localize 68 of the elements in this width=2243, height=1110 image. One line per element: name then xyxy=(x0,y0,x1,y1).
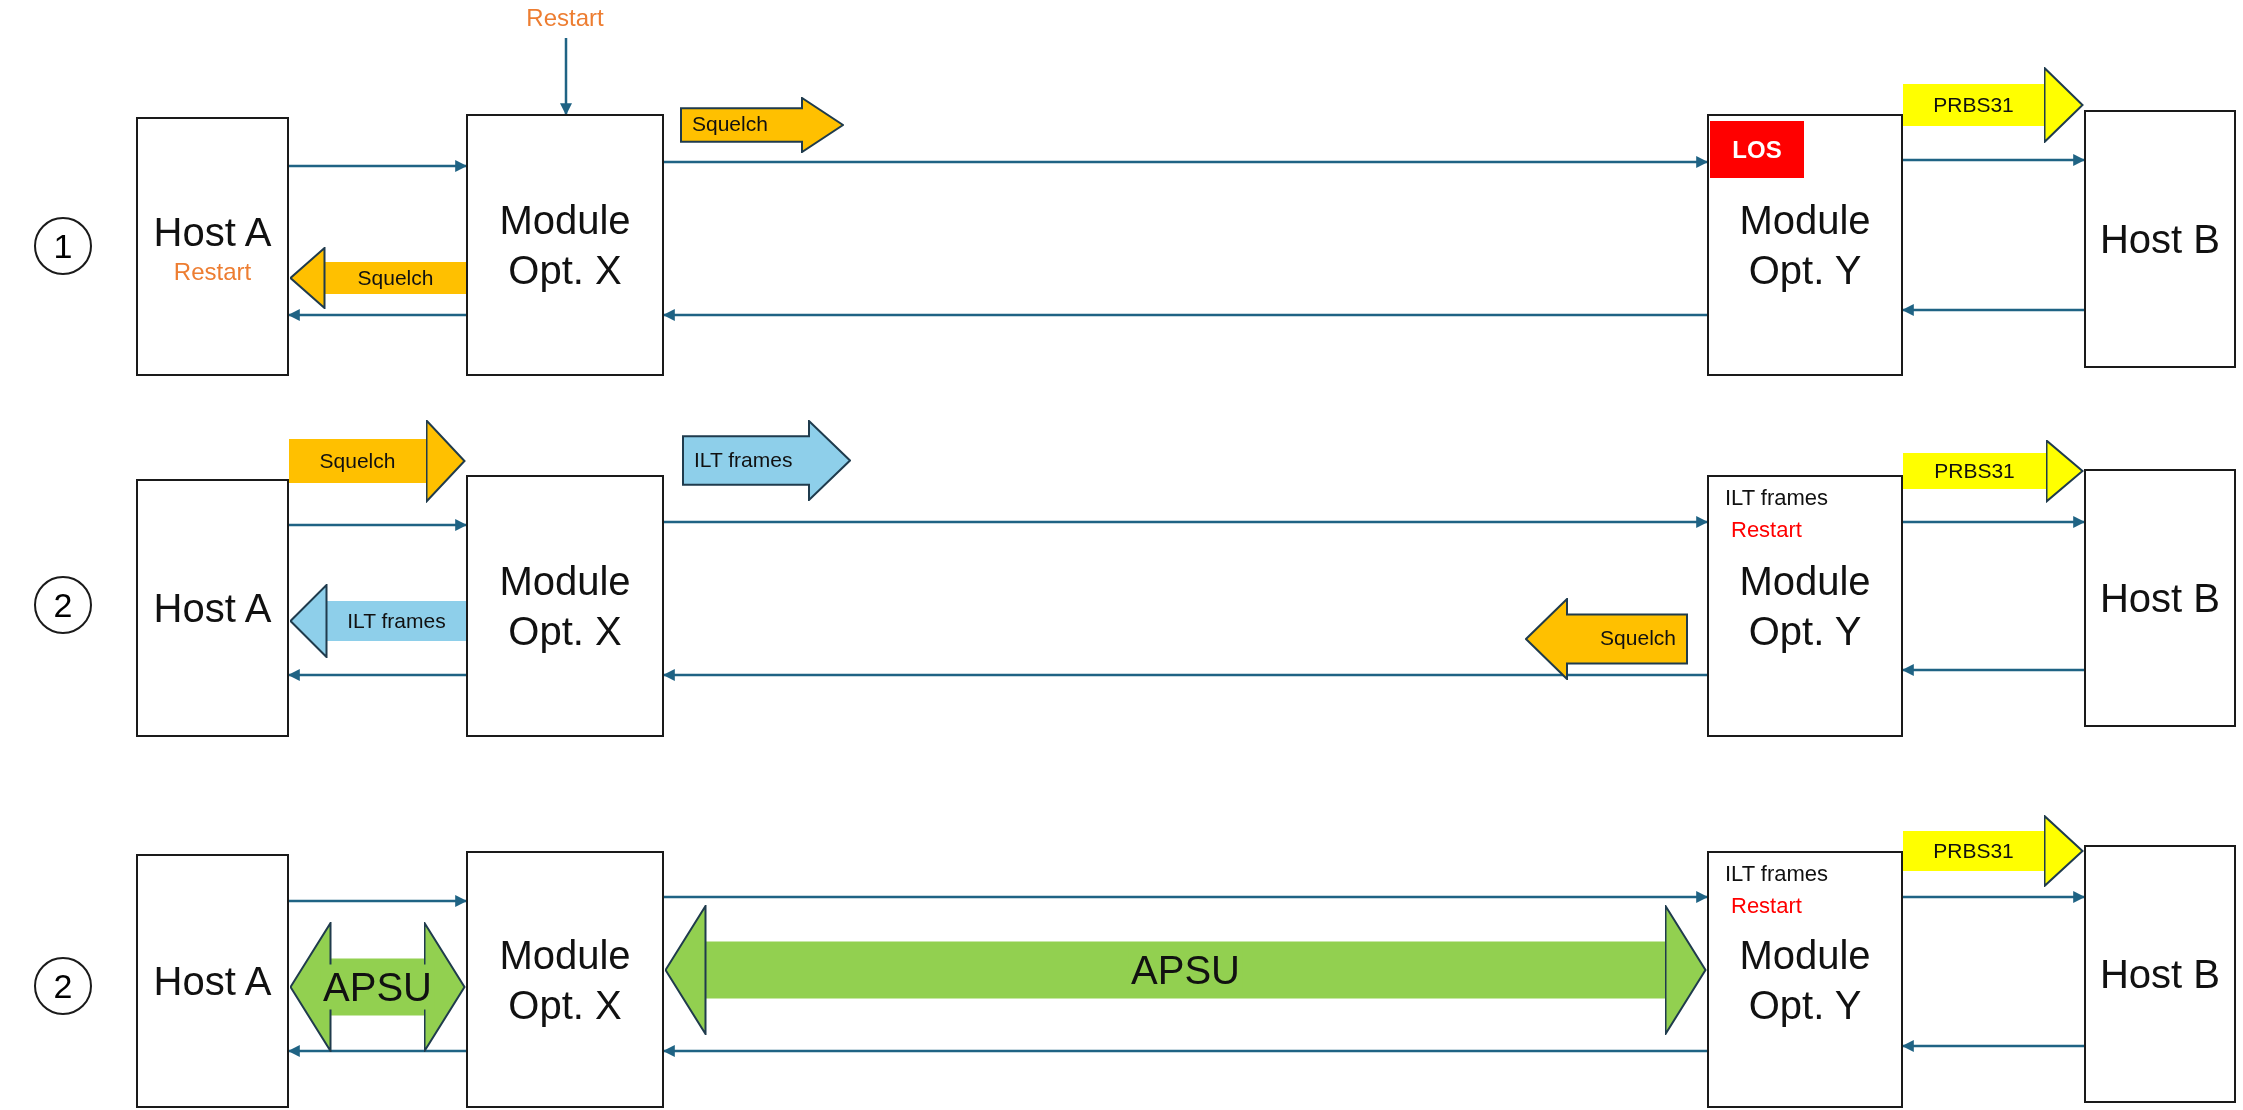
module-box xyxy=(1707,114,1903,376)
step-circle xyxy=(34,957,92,1015)
arrow xyxy=(664,156,1709,168)
step-circle xyxy=(34,576,92,634)
alarm-flag xyxy=(1710,121,1804,178)
node-label: ILT frames xyxy=(1725,861,1829,887)
block-arrow xyxy=(1903,815,2084,887)
arrow xyxy=(287,669,466,681)
module-box xyxy=(466,475,664,737)
arrow xyxy=(664,516,1709,528)
node-label: Module Opt. X xyxy=(498,931,632,1029)
node-label: Restart xyxy=(173,256,252,287)
annotation-text: Restart xyxy=(526,4,604,31)
step-number: 1 xyxy=(53,226,73,266)
arrow xyxy=(662,1045,1707,1057)
module-box xyxy=(1707,475,1903,737)
arrow xyxy=(1901,664,2084,676)
arrow xyxy=(1903,516,2086,528)
block-arrow xyxy=(1903,67,2084,143)
host-box xyxy=(2084,110,2236,368)
module-box xyxy=(466,114,664,376)
arrow xyxy=(664,891,1709,903)
alarm-label: LOS xyxy=(1732,135,1782,164)
node-label: Host B xyxy=(2099,951,2220,998)
step-circle xyxy=(34,217,92,275)
node-label: ILT frames xyxy=(1725,485,1829,511)
arrow xyxy=(289,895,468,907)
arrow xyxy=(662,669,1707,681)
arrow xyxy=(1901,304,2084,316)
node-label: Host B xyxy=(2099,216,2220,263)
arrow xyxy=(289,519,468,531)
step-number: 2 xyxy=(53,966,73,1006)
arrow-label: ILT frames xyxy=(694,447,793,472)
node-label: Module Opt. X xyxy=(498,558,632,655)
block-arrow xyxy=(289,922,466,1052)
arrow xyxy=(287,309,466,321)
node-label: Module Opt. X xyxy=(498,197,632,294)
node-label: Host A xyxy=(153,958,272,1005)
block-arrow xyxy=(289,247,466,309)
arrow-label: Squelch xyxy=(1600,626,1676,650)
host-box xyxy=(2084,845,2236,1103)
block-arrow xyxy=(664,905,1707,1035)
arrow xyxy=(1903,154,2086,166)
node-label: Restart xyxy=(1731,893,1802,919)
arrow xyxy=(287,1045,466,1057)
block-arrow xyxy=(289,419,466,503)
module-box xyxy=(466,851,664,1108)
step-number: 2 xyxy=(53,585,73,625)
arrow xyxy=(662,309,1707,321)
block-arrow xyxy=(289,584,466,658)
host-box xyxy=(136,117,289,376)
node-label: Host A xyxy=(153,585,272,632)
arrow xyxy=(289,160,468,172)
arrow xyxy=(1901,1040,2084,1052)
host-box xyxy=(2084,469,2236,727)
node-label: Module Opt. Y xyxy=(1738,558,1872,655)
block-arrow xyxy=(1903,439,2084,503)
node-label: Module Opt. Y xyxy=(1738,197,1872,294)
arrow xyxy=(560,38,572,116)
module-box xyxy=(1707,851,1903,1108)
node-label: Host B xyxy=(2099,575,2220,622)
host-box xyxy=(136,479,289,737)
arrow xyxy=(1903,891,2086,903)
node-label: Host A xyxy=(153,208,272,256)
node-label: Restart xyxy=(1731,517,1802,543)
host-box xyxy=(136,854,289,1108)
node-label: Module Opt. Y xyxy=(1738,931,1872,1029)
arrow-label: Squelch xyxy=(692,112,768,136)
